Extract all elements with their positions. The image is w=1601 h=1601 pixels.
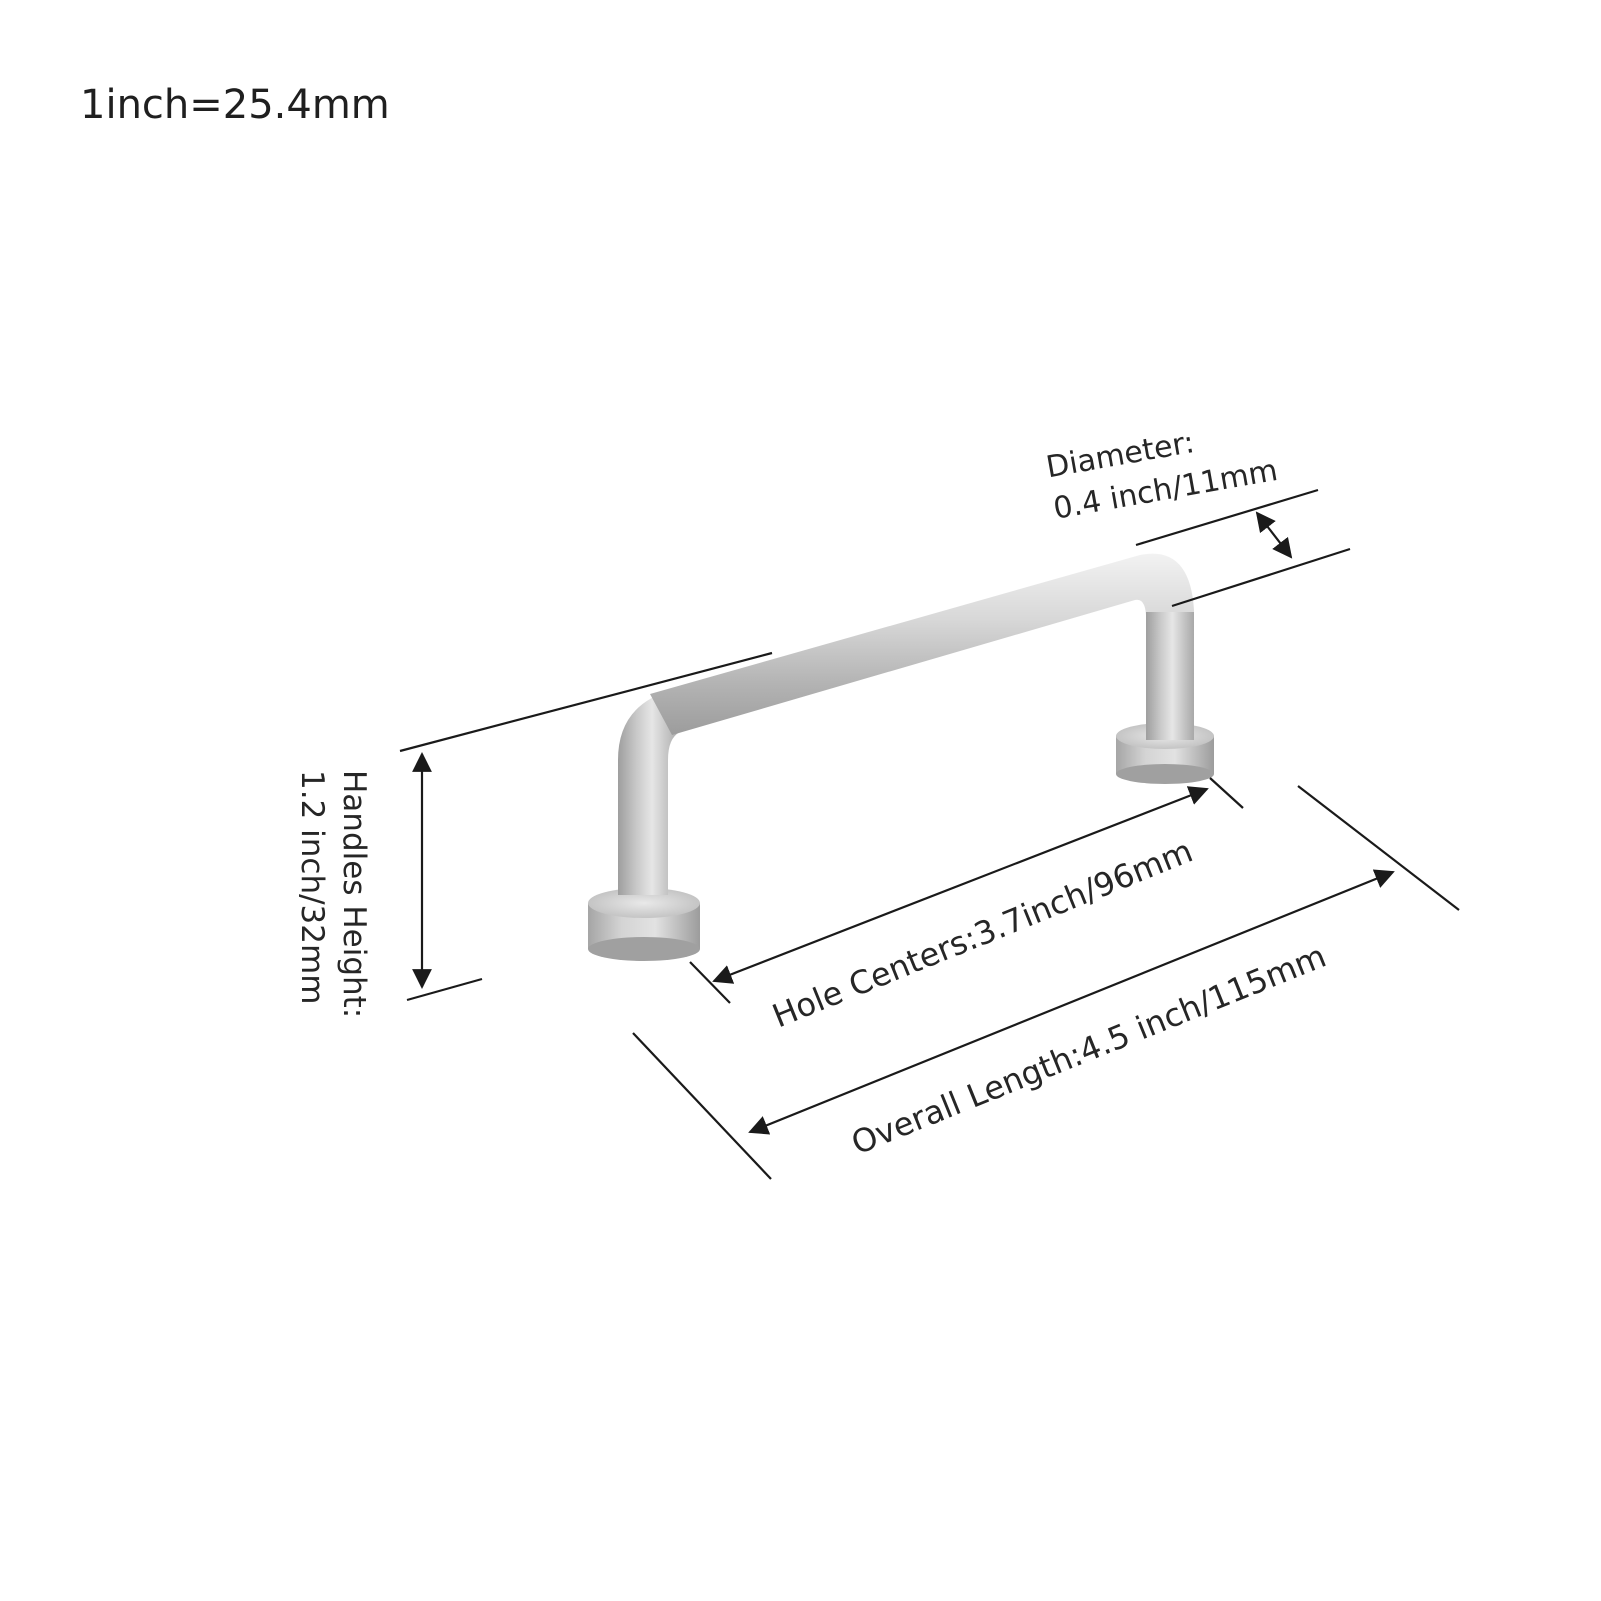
- handle-height-label: Handles Height: 1.2 inch/32mm: [291, 770, 375, 1018]
- left-base: [588, 888, 700, 961]
- handle-height-title: Handles Height:: [336, 770, 372, 1019]
- hole-ext-right: [1209, 777, 1244, 809]
- height-ext-top: [399, 651, 773, 753]
- scale-note: 1inch=25.4mm: [80, 82, 390, 128]
- overall-ext-right: [1297, 785, 1460, 911]
- diameter-ext-top: [1135, 488, 1319, 547]
- overall-arrow: [748, 869, 1395, 1135]
- left-leg: [618, 690, 680, 895]
- handle-height-value: 1.2 inch/32mm: [294, 770, 330, 1005]
- right-leg: [1146, 612, 1194, 740]
- overall-ext-left: [632, 1032, 772, 1180]
- dimension-lines: [399, 488, 1460, 1180]
- diameter-ext-bottom: [1171, 547, 1351, 608]
- diameter-arrow: [1255, 511, 1293, 559]
- height-ext-bottom: [406, 977, 483, 1002]
- hole-ext-left: [689, 961, 731, 1004]
- top-bar: [650, 553, 1194, 740]
- handle-illustration: [588, 553, 1214, 961]
